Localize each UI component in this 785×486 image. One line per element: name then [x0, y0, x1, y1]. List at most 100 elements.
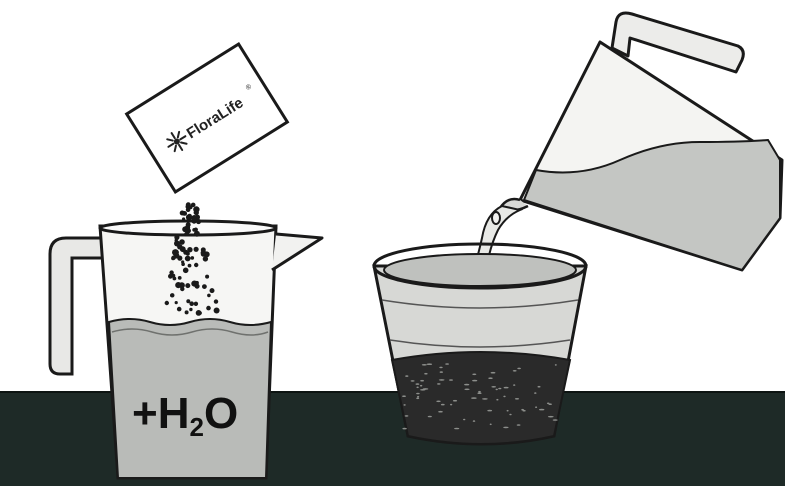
powder-particle: [177, 244, 182, 249]
foam-speck: [477, 392, 481, 394]
preservative-packet: FloraLife ®: [127, 44, 288, 192]
powder-particle: [185, 283, 190, 288]
powder-particle: [207, 294, 211, 298]
foam-speck: [473, 420, 475, 422]
foam-speck: [463, 419, 465, 421]
water-formula-label: +H2O: [132, 389, 238, 442]
powder-particle: [194, 247, 199, 252]
foam-speck: [553, 419, 558, 421]
foam-speck: [478, 391, 481, 393]
powder-particle: [175, 239, 178, 242]
powder-particle: [189, 205, 193, 209]
foam-speck: [428, 416, 432, 418]
powder-particle: [194, 263, 198, 267]
foam-speck: [424, 373, 427, 375]
foam-speck: [498, 388, 501, 390]
powder-particle: [214, 299, 218, 303]
powder-particle: [205, 275, 209, 279]
foam-speck: [427, 363, 432, 365]
foam-speck: [517, 424, 521, 426]
powder-particle: [175, 301, 178, 304]
powder-particle: [210, 288, 215, 293]
pouring-pitcher: [500, 13, 782, 270]
foam-speck: [436, 401, 440, 403]
powder-particle: [177, 307, 182, 312]
foam-speck: [509, 414, 511, 416]
powder-particle: [185, 310, 189, 314]
foam-speck: [417, 396, 419, 398]
foam-speck: [464, 384, 469, 386]
foam-speck: [503, 427, 508, 429]
powder-particle: [201, 247, 206, 252]
powder-particle: [194, 231, 200, 237]
foam-speck: [521, 409, 524, 411]
foam-speck: [507, 410, 509, 412]
powder-particle: [191, 281, 197, 287]
foam-speck: [471, 397, 477, 399]
foam-speck: [496, 399, 498, 401]
foam-speck: [416, 398, 419, 400]
foam-speck: [534, 392, 536, 394]
foam-speck: [491, 372, 496, 374]
powder-particle: [172, 256, 176, 260]
powder-particle: [196, 219, 201, 224]
powder-particle: [194, 302, 198, 306]
foam-speck: [472, 380, 477, 382]
foam-speck: [482, 398, 488, 400]
foam-speck: [450, 404, 452, 406]
foam-speck: [472, 374, 476, 376]
formula-suffix: O: [204, 389, 238, 438]
foam-speck: [513, 370, 517, 372]
powder-particle: [206, 306, 211, 311]
formula-subscript: 2: [189, 412, 203, 442]
foam-speck: [555, 364, 557, 366]
foam-speck: [487, 410, 492, 412]
foam-speck: [420, 385, 422, 387]
foam-speck: [403, 404, 405, 406]
foam-speck: [496, 389, 498, 391]
powder-particle: [187, 247, 192, 252]
foam-speck: [416, 387, 418, 389]
foam-speck: [449, 379, 453, 381]
foam-speck: [402, 428, 406, 430]
powder-particle: [189, 301, 194, 306]
powder-particle: [184, 232, 188, 236]
foam-speck: [439, 379, 445, 381]
foam-speck: [504, 387, 509, 389]
powder-particle: [179, 282, 185, 288]
foam-speck: [548, 416, 554, 418]
powder-particle: [165, 301, 169, 305]
foam-speck: [464, 389, 469, 391]
formula-prefix: +H: [132, 389, 189, 438]
foam-speck: [503, 396, 505, 398]
foam-speck: [439, 367, 442, 369]
foam-cup: [374, 244, 586, 444]
powder-particle: [181, 260, 184, 263]
foam-speck: [513, 384, 515, 386]
foam-speck: [438, 411, 443, 413]
foam-speck: [405, 375, 408, 377]
powder-particle: [191, 256, 195, 260]
powder-particle: [186, 227, 189, 230]
powder-particle: [177, 256, 182, 261]
powder-particle: [198, 311, 202, 315]
foam-speck: [490, 424, 492, 426]
foam-speck: [423, 388, 429, 390]
powder-particle: [172, 249, 178, 255]
foam-speck: [405, 415, 409, 417]
foam-speck: [437, 383, 441, 385]
foam-speck: [491, 386, 496, 388]
pitcher-spout: [272, 234, 322, 270]
foam-speck: [515, 398, 519, 400]
foam-speck: [416, 393, 420, 395]
foam-speck: [441, 404, 445, 406]
powder-particle: [170, 293, 174, 297]
foam-speck: [454, 428, 459, 430]
foam-speck: [538, 386, 541, 388]
cup-rim-inner: [384, 254, 576, 286]
powder-particle: [183, 212, 187, 216]
foam-speck: [488, 377, 492, 379]
powder-particle: [188, 264, 192, 268]
powder-particle: [185, 256, 191, 262]
